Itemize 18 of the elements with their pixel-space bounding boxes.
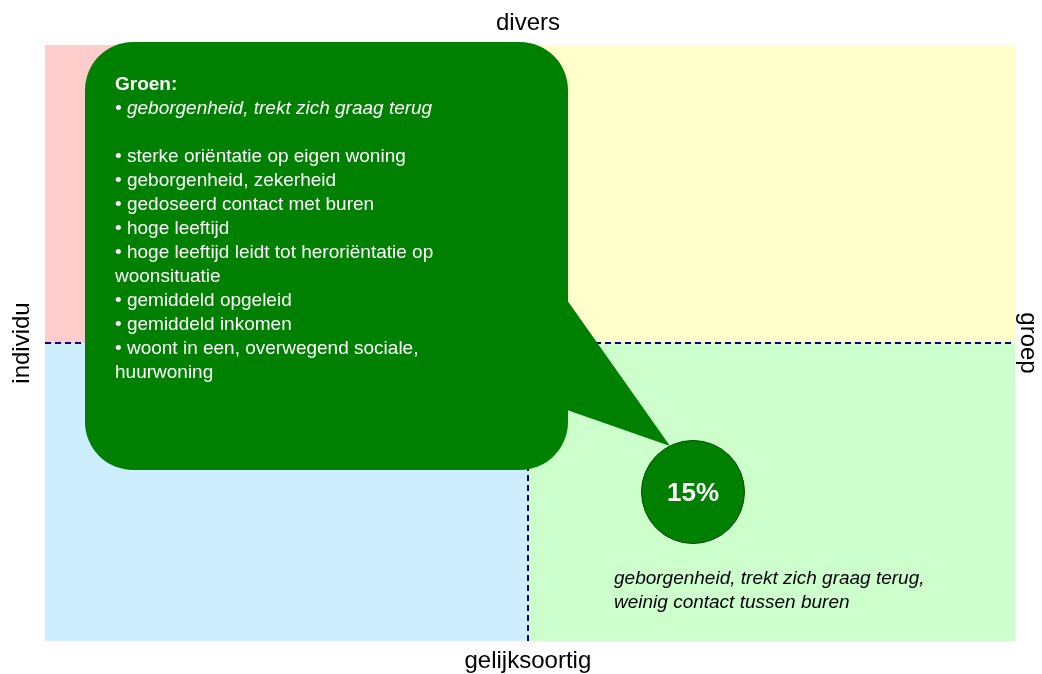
- speech-bubble: [85, 42, 568, 470]
- summary-text: • geborgenheid, trekt zich graag terug: [115, 96, 434, 120]
- bullet-item: • gemiddeld inkomen: [115, 312, 293, 336]
- bullet-item: • woont in een, overwegend sociale, huurwoning: [115, 336, 420, 384]
- percentage-value: 15%: [666, 476, 719, 508]
- axis-label: gelijksoortig: [464, 646, 592, 674]
- bubble-heading: Groen:: [115, 72, 179, 96]
- axis-label: groep: [1014, 312, 1042, 374]
- circle-caption: geborgenheid, trekt zich graag terug, weinig contact tussen buren: [614, 566, 926, 614]
- bullet-item: • hoge leeftijd leidt tot heroriëntatie op woonsituatie: [115, 240, 435, 288]
- bullet-item: • gemiddeld opgeleid: [115, 288, 293, 312]
- callout-tail: [567, 300, 670, 446]
- axis-label: individu: [6, 302, 35, 384]
- bullet-item: • hoge leeftijd: [115, 216, 231, 240]
- bullet-item: • geborgenheid, zekerheid: [115, 168, 338, 192]
- bullet-item: • sterke oriëntatie op eigen woning: [115, 144, 407, 168]
- bullet-item: • gedoseerd contact met buren: [115, 192, 376, 216]
- axis-label: divers: [496, 8, 561, 36]
